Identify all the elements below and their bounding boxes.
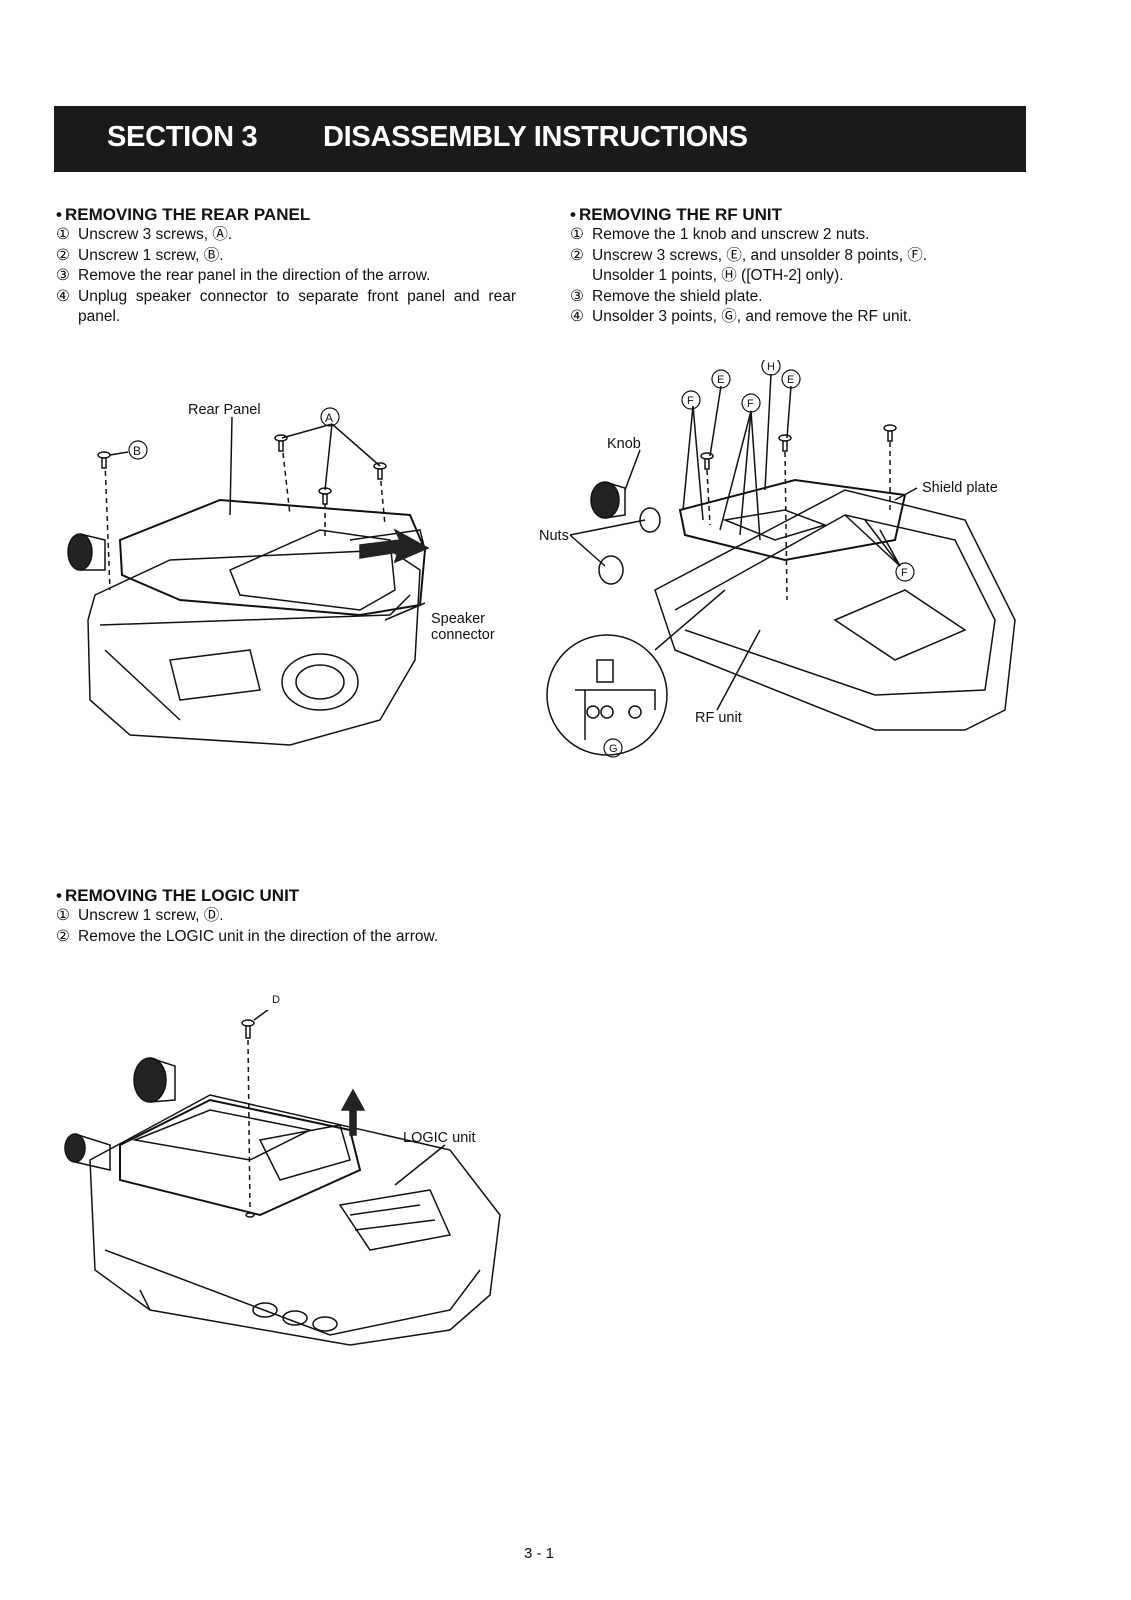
- mark-f: F: [747, 398, 754, 410]
- rf-unit-drawing: [546, 356, 1016, 758]
- mark-a: A: [325, 411, 334, 425]
- logic-unit-figure: D LOGIC unit: [50, 987, 520, 1380]
- speaker-label: Speaker: [431, 611, 486, 627]
- mark-f: F: [901, 567, 908, 579]
- mark-d: D: [272, 994, 280, 1006]
- connector-label: connector: [431, 627, 495, 643]
- logic-unit-heading: •REMOVING THE LOGIC UNIT: [56, 886, 300, 905]
- rear-panel-drawing: [67, 407, 430, 746]
- mark-h: H: [767, 361, 775, 373]
- nuts-label: Nuts: [539, 528, 569, 544]
- logic-unit-label: LOGIC unit: [403, 1130, 476, 1146]
- shield-plate-label: Shield plate: [922, 480, 998, 496]
- mark-e: E: [787, 374, 795, 386]
- page-number: 3 - 1: [524, 1545, 555, 1562]
- section-number: SECTION 3: [107, 121, 258, 153]
- rear-panel-heading: •REMOVING THE REAR PANEL: [56, 205, 311, 224]
- section-title: DISASSEMBLY INSTRUCTIONS: [323, 121, 748, 153]
- logic-unit-drawing: [64, 987, 501, 1346]
- mark-b: B: [133, 444, 142, 458]
- rear-panel-label: Rear Panel: [188, 402, 261, 418]
- rear-panel-figure: Rear Panel Speaker connector B A: [60, 400, 520, 760]
- section-header-banner: SECTION 3 DISASSEMBLY INSTRUCTIONS: [54, 106, 1026, 172]
- mark-e: E: [717, 374, 725, 386]
- rf-unit-step: Unsolder 1 points, Ⓗ ([OTH-2] only).: [592, 267, 844, 285]
- rf-unit-heading: •REMOVING THE RF UNIT: [570, 205, 783, 224]
- rf-unit-label: RF unit: [695, 710, 742, 726]
- knob-label: Knob: [607, 436, 641, 452]
- mark-g: G: [609, 743, 618, 755]
- mark-f: F: [687, 395, 694, 407]
- rf-unit-figure: Knob Nuts Shield plate RF unit F E F H E…: [539, 356, 1035, 790]
